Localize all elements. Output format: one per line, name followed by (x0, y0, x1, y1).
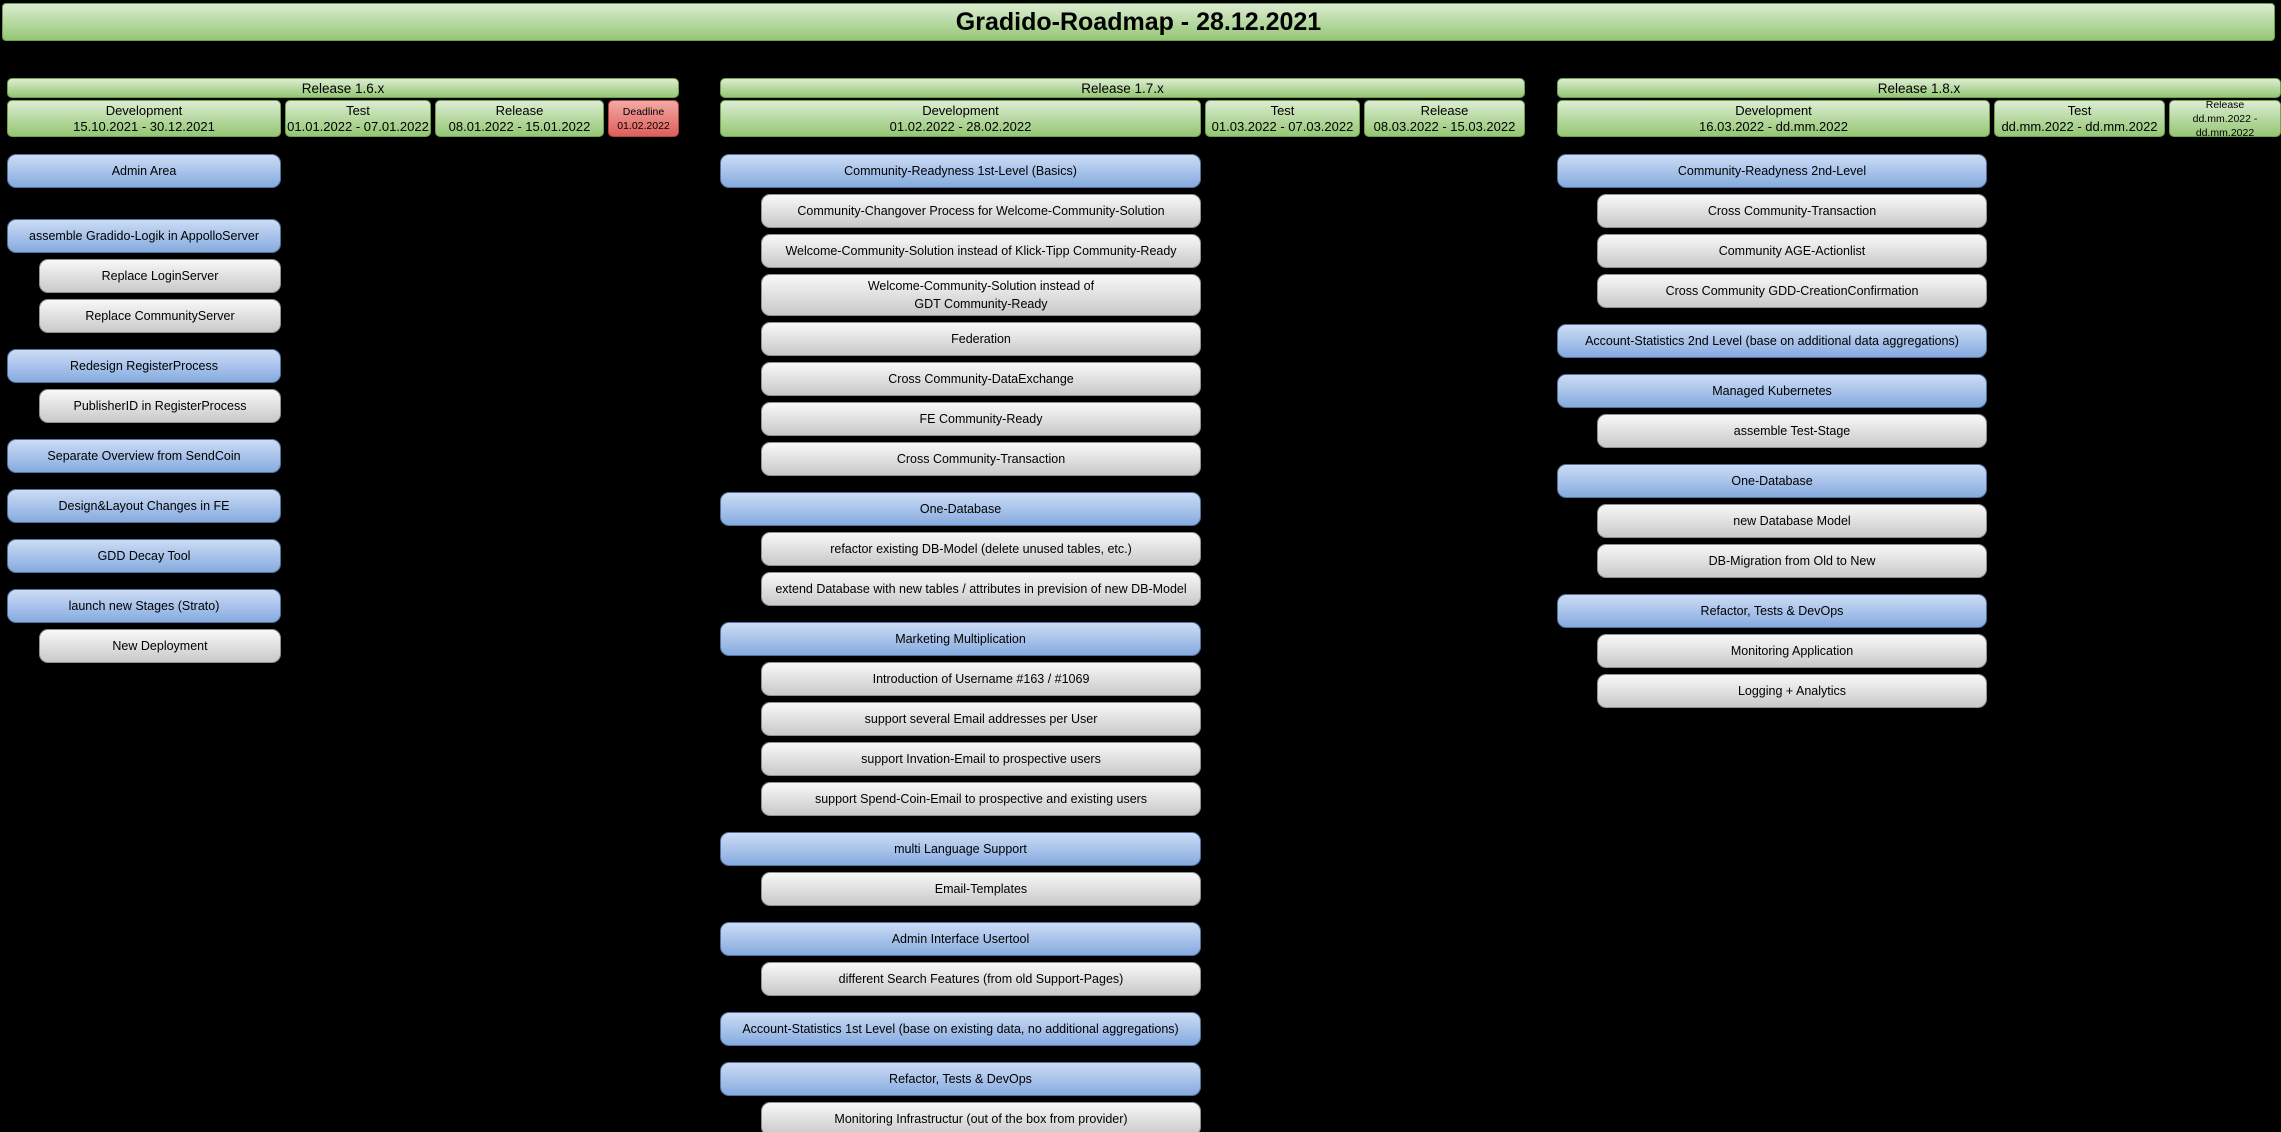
phase-dates: 01.02.2022 - 28.02.2022 (889, 118, 1032, 134)
roadmap-item-task: Cross Community GDD-CreationConfirmation (1597, 274, 1987, 308)
roadmap-item-task: Community AGE-Actionlist (1597, 234, 1987, 268)
roadmap-item-task: support Invation-Email to prospective us… (761, 742, 1201, 776)
roadmap-item-epic: Refactor, Tests & DevOps (720, 1062, 1201, 1096)
roadmap-item-task: New Deployment (39, 629, 281, 663)
roadmap-item-epic: Redesign RegisterProcess (7, 349, 281, 383)
roadmap-item-task: Replace CommunityServer (39, 299, 281, 333)
roadmap-item-epic: assemble Gradido-Logik in AppolloServer (7, 219, 281, 253)
roadmap-item-task: PublisherID in RegisterProcess (39, 389, 281, 423)
roadmap-item-epic: Refactor, Tests & DevOps (1557, 594, 1987, 628)
roadmap-item-epic: multi Language Support (720, 832, 1201, 866)
roadmap-item-epic: Admin Area (7, 154, 281, 188)
roadmap-item-task: Welcome-Community-Solution instead of GD… (761, 274, 1201, 316)
roadmap-item-task: different Search Features (from old Supp… (761, 962, 1201, 996)
phase-label: Development (105, 102, 183, 118)
roadmap-item-task: assemble Test-Stage (1597, 414, 1987, 448)
roadmap-item-epic: One-Database (1557, 464, 1987, 498)
roadmap-item-epic: Admin Interface Usertool (720, 922, 1201, 956)
roadmap-item-epic: One-Database (720, 492, 1201, 526)
roadmap-item-epic: Account-Statistics 1st Level (base on ex… (720, 1012, 1201, 1046)
roadmap-item-task: support Spend-Coin-Email to prospective … (761, 782, 1201, 816)
phase-dates: 08.01.2022 - 15.01.2022 (448, 118, 591, 134)
phase-dates: 15.10.2021 - 30.12.2021 (73, 118, 215, 134)
phase-label: Test (1270, 102, 1295, 118)
roadmap-item-task: Monitoring Application (1597, 634, 1987, 668)
phase-label: Development (1735, 102, 1812, 118)
phase-label: Test (346, 102, 370, 118)
roadmap-item-task: Cross Community-Transaction (1597, 194, 1987, 228)
roadmap-item-task: Introduction of Username #163 / #1069 (761, 662, 1201, 696)
phase-dates: 16.03.2022 - dd.mm.2022 (1699, 118, 1848, 134)
release-header: Release 1.8.x (1557, 78, 2281, 98)
roadmap-item-task: FE Community-Ready (761, 402, 1201, 436)
phase-dates: 08.03.2022 - 15.03.2022 (1373, 118, 1516, 134)
phase-label: Release (2205, 100, 2245, 111)
roadmap-item-epic: GDD Decay Tool (7, 539, 281, 573)
phase-dates: dd.mm.2022 - dd.mm.2022 (2192, 112, 2258, 137)
roadmap-item-epic: Separate Overview from SendCoin (7, 439, 281, 473)
release-header: Release 1.7.x (720, 78, 1525, 98)
phase-label: Deadline (622, 105, 665, 118)
roadmap-item-task: Email-Templates (761, 872, 1201, 906)
roadmap-item-task: extend Database with new tables / attrib… (761, 572, 1201, 606)
phase-label: Release (495, 102, 544, 118)
phase-dates: 01.02.2022 (617, 119, 670, 132)
phase-dates: 01.01.2022 - 07.01.2022 (287, 118, 429, 134)
roadmap-item-task: Cross Community-Transaction (761, 442, 1201, 476)
roadmap-item-epic: Community-Readyness 2nd-Level (1557, 154, 1987, 188)
roadmap-item-epic: Design&Layout Changes in FE (7, 489, 281, 523)
roadmap-item-task: DB-Migration from Old to New (1597, 544, 1987, 578)
roadmap-item-epic: launch new Stages (Strato) (7, 589, 281, 623)
roadmap-item-task: Monitoring Infrastructur (out of the box… (761, 1102, 1201, 1132)
roadmap-item-task: Replace LoginServer (39, 259, 281, 293)
phase-dates: 01.03.2022 - 07.03.2022 (1211, 118, 1354, 134)
roadmap-item-epic: Managed Kubernetes (1557, 374, 1987, 408)
roadmap-item-task: Welcome-Community-Solution instead of Kl… (761, 234, 1201, 268)
roadmap-item-task: Logging + Analytics (1597, 674, 1987, 708)
phase-label: Release (1420, 102, 1469, 118)
roadmap-item-task: new Database Model (1597, 504, 1987, 538)
roadmap-item-task: Federation (761, 322, 1201, 356)
roadmap-item-task: Community-Changover Process for Welcome-… (761, 194, 1201, 228)
phase-dates: dd.mm.2022 - dd.mm.2022 (2001, 118, 2158, 134)
items-list: Admin Area assemble Gradido-Logik in Appo… (7, 154, 679, 663)
page-title: Gradido-Roadmap - 28.12.2021 (2, 3, 2275, 41)
roadmap-item-task: refactor existing DB-Model (delete unuse… (761, 532, 1201, 566)
phase-label: Test (2067, 102, 2092, 118)
roadmap-item-epic: Community-Readyness 1st-Level (Basics) (720, 154, 1201, 188)
roadmap-item-epic: Marketing Multiplication (720, 622, 1201, 656)
roadmap-item-task: support several Email addresses per User (761, 702, 1201, 736)
items-list: Community-Readyness 1st-Level (Basics) Co… (720, 154, 1525, 1132)
phase-label: Development (922, 102, 999, 118)
release-header: Release 1.6.x (7, 78, 679, 98)
roadmap-item-epic: Account-Statistics 2nd Level (base on ad… (1557, 324, 1987, 358)
roadmap-item-task: Cross Community-DataExchange (761, 362, 1201, 396)
